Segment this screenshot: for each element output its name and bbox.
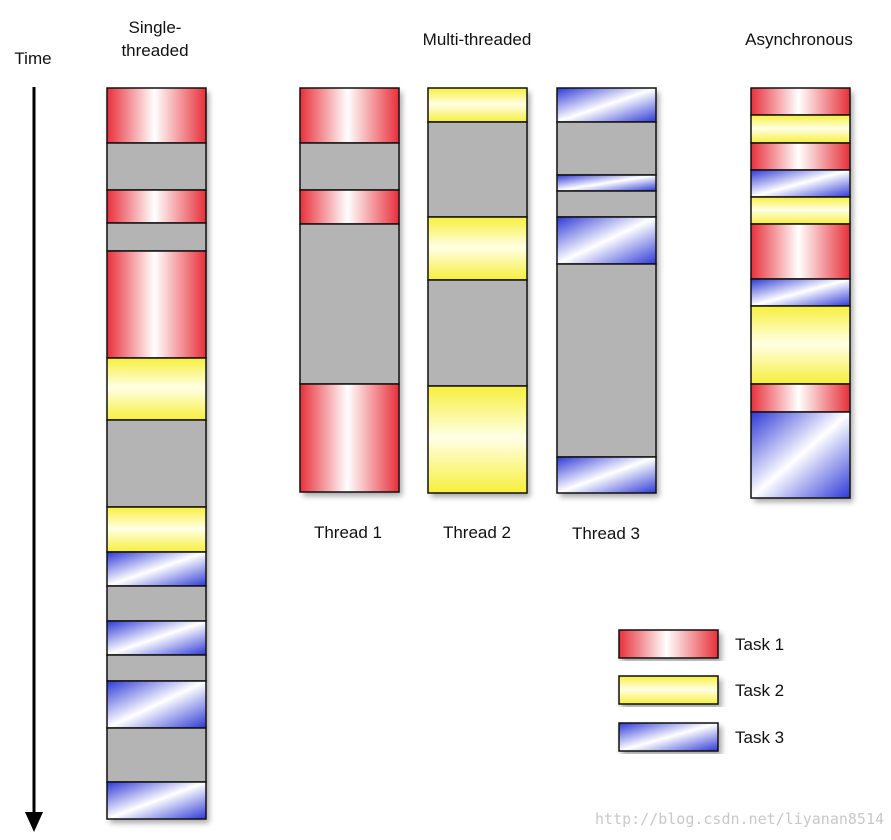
thread-1-label: Thread 1	[314, 523, 382, 542]
task-1-segment	[299, 87, 400, 144]
task-3-segment	[106, 680, 207, 729]
time-arrow-head	[25, 812, 43, 832]
asynchronous-column	[750, 87, 851, 499]
legend-label-task-3: Task 3	[735, 728, 784, 747]
legend-label-task-1: Task 1	[735, 635, 784, 654]
idle-segment	[106, 222, 207, 252]
thread-2-column	[427, 87, 528, 494]
task-3-segment	[106, 551, 207, 587]
task-2-segment	[750, 305, 851, 385]
task-1-segment	[106, 189, 207, 224]
idle-segment	[427, 279, 528, 387]
legend-swatch-task-3	[618, 722, 719, 752]
task-1-segment	[750, 383, 851, 413]
watermark-text: http://blog.csdn.net/liyanan8514	[595, 810, 884, 828]
single-threaded-label-line2: threaded	[121, 41, 188, 60]
idle-segment	[556, 121, 657, 176]
thread-2-label: Thread 2	[443, 523, 511, 542]
task-1-segment	[299, 189, 400, 225]
task-3-segment	[750, 278, 851, 307]
task-1-segment	[299, 383, 400, 493]
task-2-segment	[427, 216, 528, 281]
single-threaded-label-line1: Single-	[129, 18, 182, 37]
idle-segment	[556, 263, 657, 458]
multi-threaded-label: Multi-threaded	[423, 30, 532, 49]
legend-swatch-task-1	[618, 629, 719, 659]
task-3-segment	[556, 174, 657, 192]
thread-3-label: Thread 3	[572, 524, 640, 543]
idle-segment	[299, 223, 400, 385]
task-3-segment	[556, 216, 657, 265]
task-1-segment	[106, 87, 207, 144]
thread-3-column	[556, 87, 657, 494]
task-3-segment	[106, 781, 207, 820]
idle-segment	[106, 419, 207, 508]
legend-label-task-2: Task 2	[735, 681, 784, 700]
legend-swatch-task-2	[618, 675, 719, 705]
task-1-segment	[750, 87, 851, 116]
task-1-segment	[750, 223, 851, 280]
task-2-segment	[427, 385, 528, 494]
idle-segment	[427, 121, 528, 218]
task-3-segment	[750, 169, 851, 198]
asynchronous-label: Asynchronous	[745, 30, 853, 49]
task-2-segment	[750, 114, 851, 144]
idle-segment	[299, 142, 400, 191]
idle-segment	[106, 585, 207, 622]
task-3-segment	[556, 456, 657, 494]
idle-segment	[106, 654, 207, 682]
watermark-background	[556, 806, 888, 830]
task-3-segment	[106, 620, 207, 656]
task-2-segment	[427, 87, 528, 123]
task-2-segment	[106, 506, 207, 553]
task-2-segment	[750, 196, 851, 225]
thread-1-column	[299, 87, 400, 493]
idle-segment	[106, 727, 207, 783]
task-3-segment	[556, 87, 657, 123]
idle-segment	[556, 190, 657, 218]
legend: Task 1 Task 2 Task 3	[618, 629, 784, 752]
task-2-segment	[106, 357, 207, 421]
idle-segment	[106, 142, 207, 191]
task-1-segment	[750, 142, 851, 171]
task-1-segment	[106, 250, 207, 359]
single-threaded-column	[106, 87, 207, 820]
time-label: Time	[14, 49, 51, 68]
task-3-segment	[750, 411, 851, 499]
